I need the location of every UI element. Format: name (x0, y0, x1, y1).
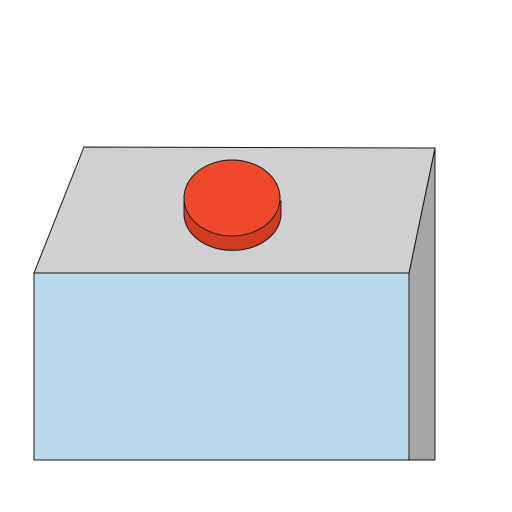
box-front-face (33, 272, 410, 461)
red-button[interactable] (183, 159, 282, 251)
red-button-cap[interactable] (183, 159, 281, 237)
